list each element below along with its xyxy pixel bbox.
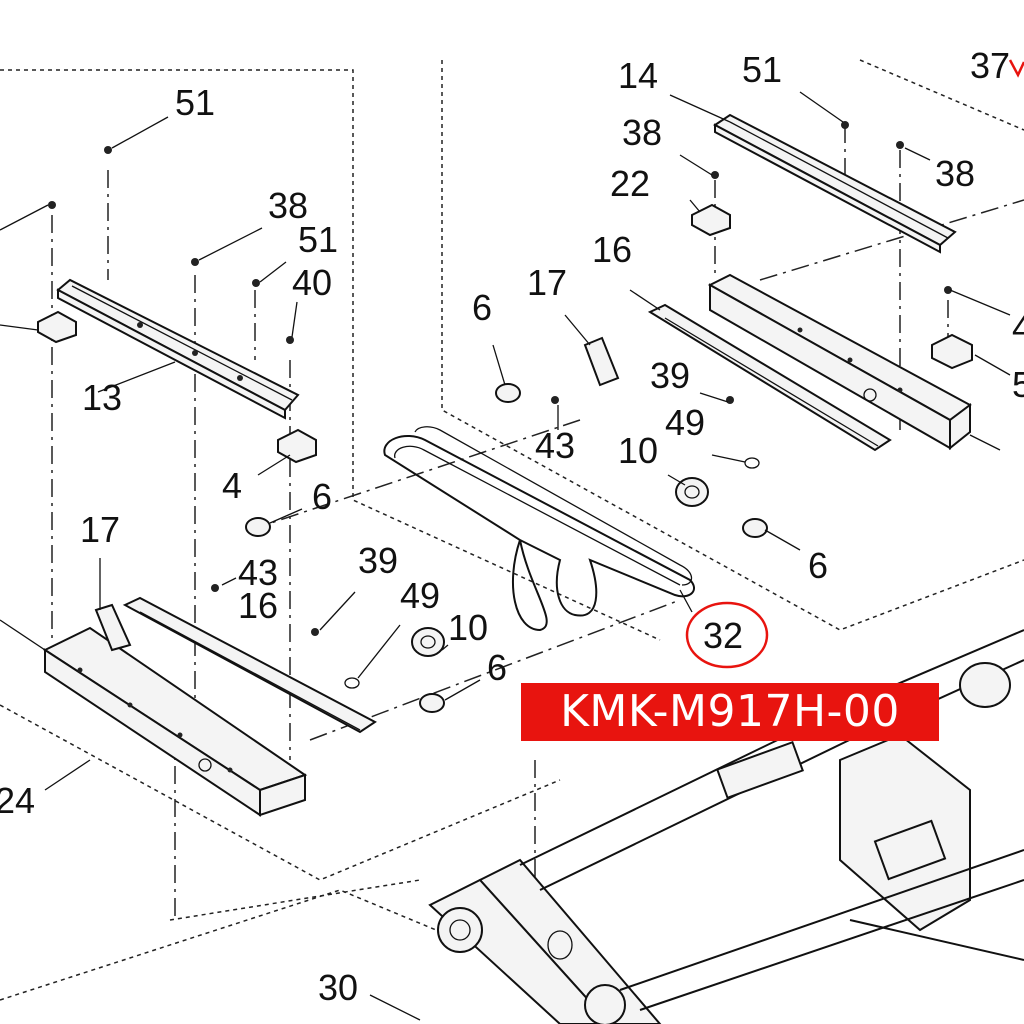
callout-32: 32 — [685, 601, 769, 669]
block-right-edge — [931, 333, 973, 370]
bracket-17-right — [583, 336, 620, 387]
label-4-edge: 4 — [1012, 307, 1024, 348]
label-17-left: 17 — [80, 509, 120, 550]
callout-label: 32 — [703, 615, 743, 656]
label-51-top: 51 — [742, 49, 782, 90]
label-51-left: 51 — [175, 82, 215, 123]
label-38-a: 38 — [622, 112, 662, 153]
block-left-edge — [37, 310, 77, 344]
label-51-mid: 51 — [298, 219, 338, 260]
label-6-left-bottom: 6 — [487, 647, 507, 688]
label-6-right-bottom: 6 — [808, 545, 828, 586]
label-6-left: 6 — [312, 476, 332, 517]
red-check-mark — [1008, 59, 1024, 78]
label-22: 22 — [610, 163, 650, 204]
label-39-left: 39 — [358, 540, 398, 581]
callout-circle — [685, 601, 769, 669]
label-43-right: 43 — [535, 425, 575, 466]
label-30: 30 — [318, 967, 358, 1008]
label-10-left: 10 — [448, 607, 488, 648]
part-number-labels: 14 51 37 38 38 22 16 17 6 39 43 49 10 6 … — [0, 45, 1024, 1008]
leader-lines — [0, 91, 1011, 1021]
beam-right — [707, 273, 972, 451]
beam-24 — [42, 626, 308, 817]
label-38-b: 38 — [935, 153, 975, 194]
part-code-banner — [521, 683, 939, 741]
fasteners — [48, 121, 952, 636]
block-22 — [691, 203, 731, 237]
label-14: 14 — [618, 55, 658, 96]
strip-16-left — [122, 596, 377, 734]
label-13: 13 — [82, 377, 122, 418]
label-37: 37 — [970, 45, 1010, 86]
belt-32 — [383, 426, 695, 632]
rail-14 — [713, 113, 957, 254]
rail-13 — [56, 278, 300, 420]
label-43-left: 43 — [238, 552, 278, 593]
label-4: 4 — [222, 465, 242, 506]
label-49-left: 49 — [400, 575, 440, 616]
label-5-edge: 5 — [1012, 364, 1024, 405]
part-code-text: KMK-M917H-00 — [560, 686, 900, 737]
label-24: 24 — [0, 780, 35, 821]
bracket-17-left — [94, 603, 132, 652]
label-40: 40 — [292, 262, 332, 303]
label-38-left: 38 — [268, 185, 308, 226]
strip-16-right — [647, 303, 892, 452]
label-16-left: 16 — [238, 585, 278, 626]
label-10-right: 10 — [618, 430, 658, 471]
block-4-left — [277, 428, 317, 464]
label-17-right: 17 — [527, 262, 567, 303]
label-49-right: 49 — [665, 402, 705, 443]
label-16-right: 16 — [592, 229, 632, 270]
label-39-right: 39 — [650, 355, 690, 396]
rollers-6 — [245, 383, 768, 713]
label-6-right-top: 6 — [472, 287, 492, 328]
machine-frame — [428, 629, 1024, 1024]
